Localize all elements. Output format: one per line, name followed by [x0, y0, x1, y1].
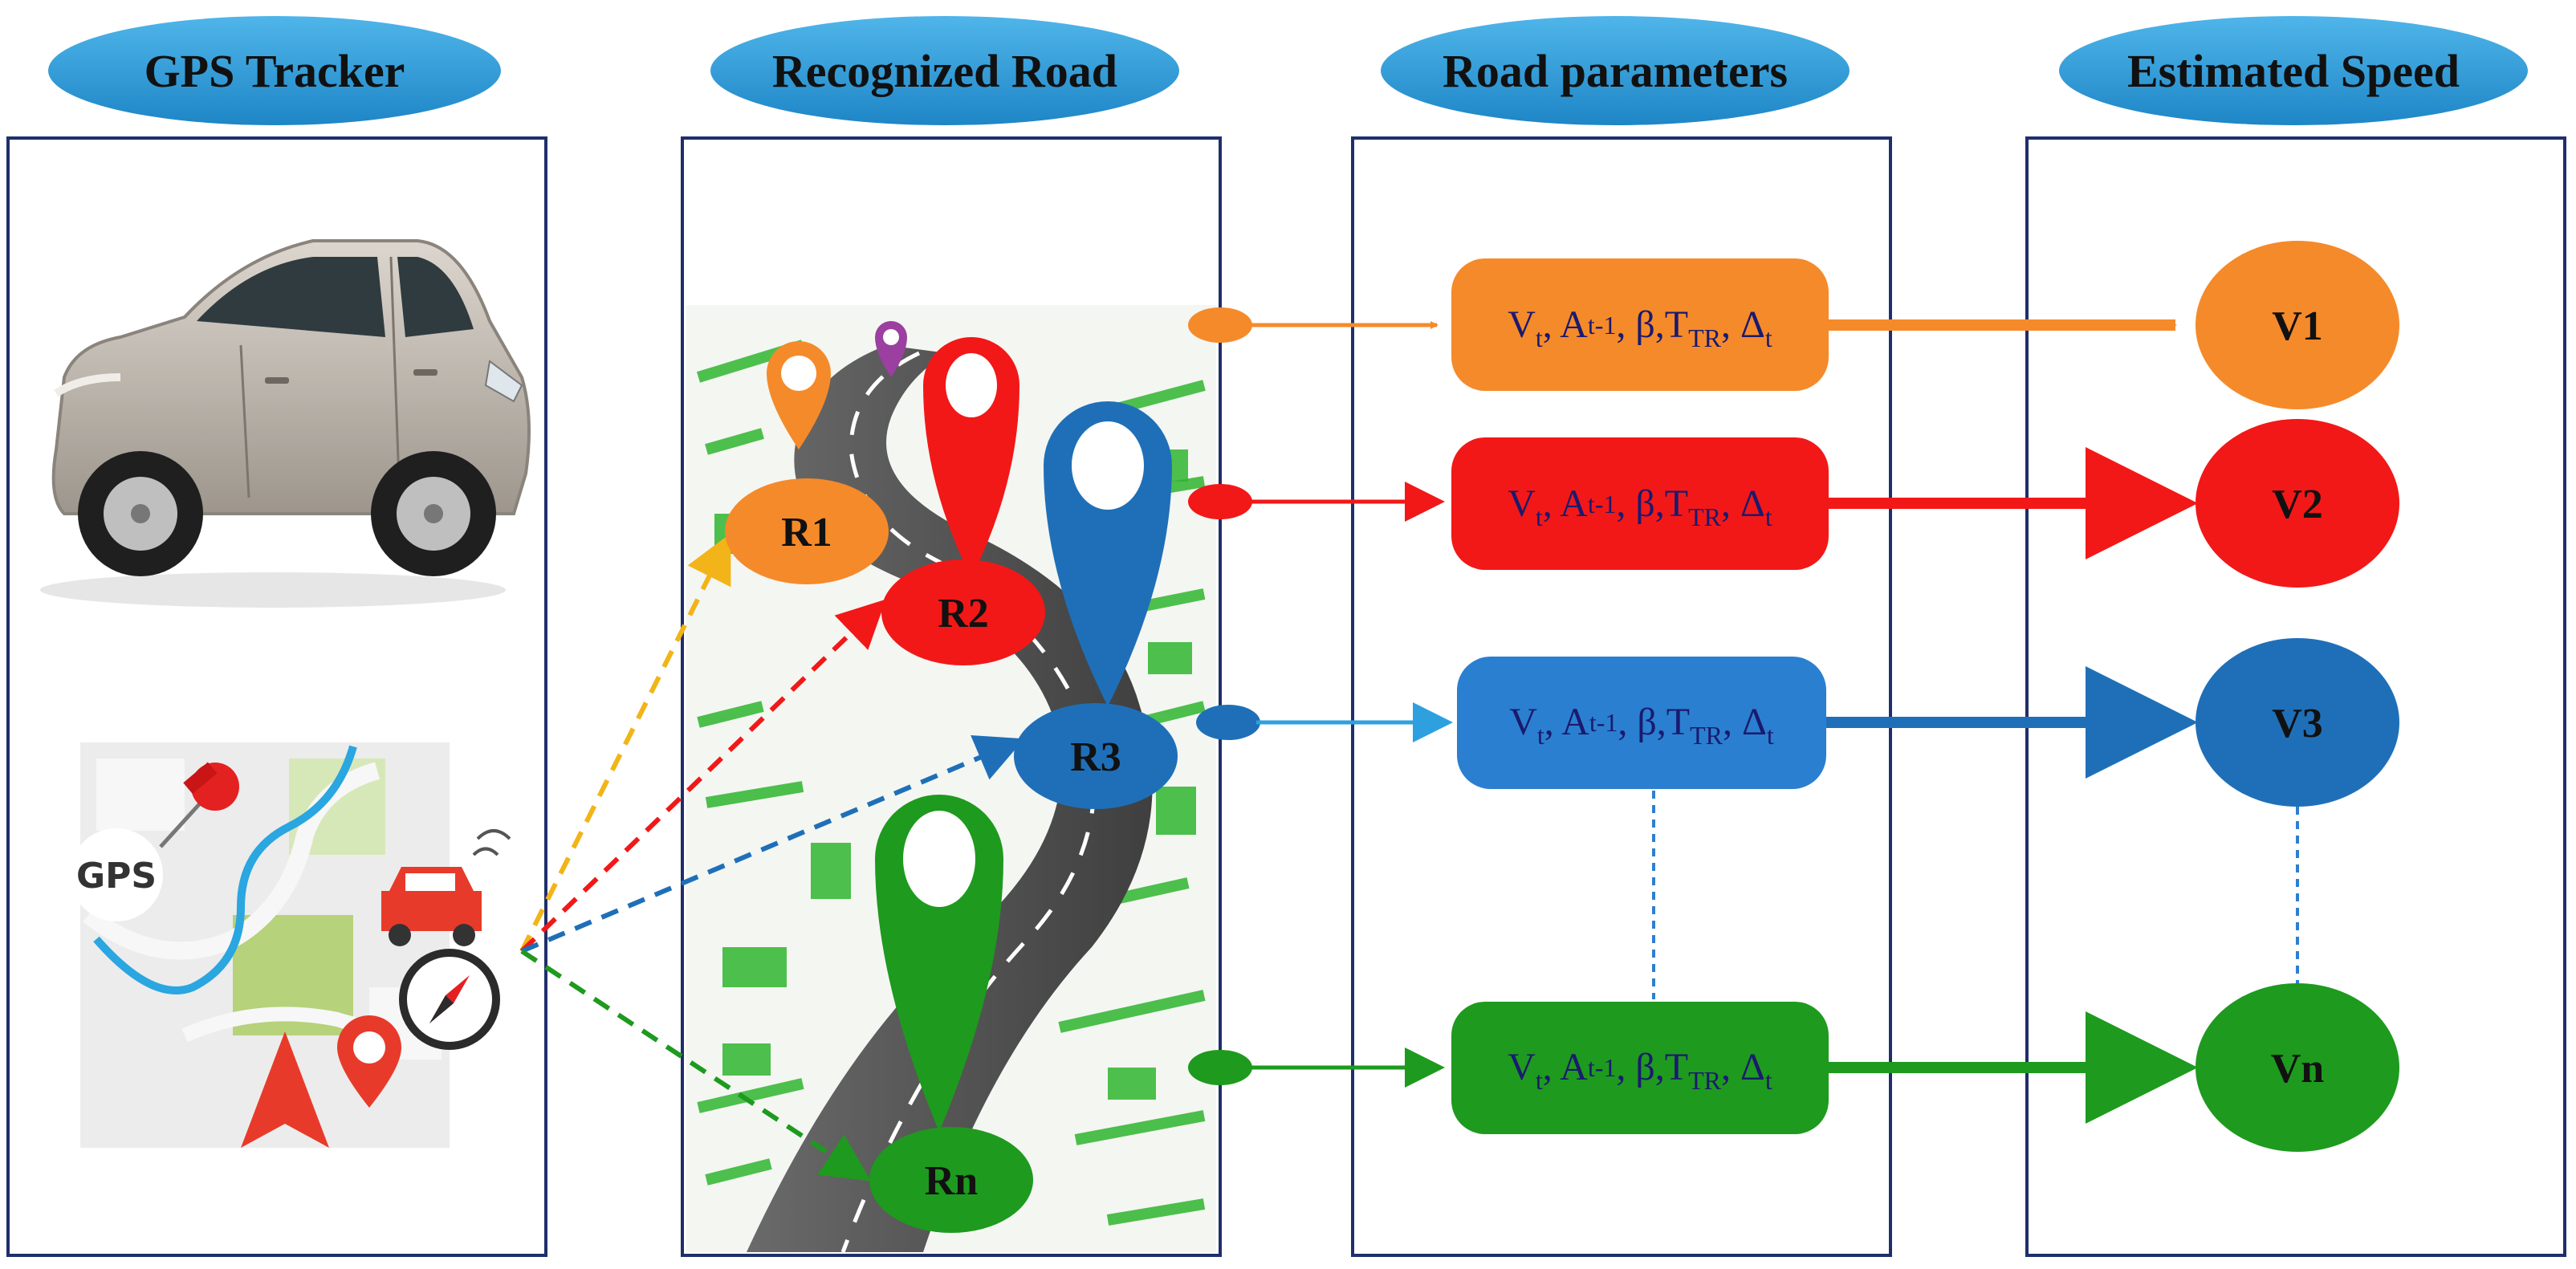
car-image: [40, 239, 531, 608]
pin-orange-icon: [767, 341, 831, 449]
param-box-2: Vt, At-1, β,TTR, Δt: [1451, 437, 1829, 570]
gps-to-road-arrows: [519, 533, 1025, 1182]
pin-red-icon: [923, 337, 1019, 578]
gps-label: GPS: [76, 856, 157, 897]
svg-text:V3: V3: [2272, 701, 2323, 746]
header-road-parameters: Road parameters: [1381, 16, 1850, 125]
panel-gps-tracker: [6, 136, 547, 1257]
gps-map-image: GPS: [70, 742, 511, 1148]
panel-estimated-speed: [2025, 136, 2566, 1257]
svg-text:V1: V1: [2272, 303, 2323, 349]
arrow-gps-to-r3: [520, 735, 1025, 954]
compass-icon: [399, 949, 500, 1050]
svg-text:Estimated Speed: Estimated Speed: [2127, 45, 2460, 97]
svg-text:R3: R3: [1070, 734, 1121, 780]
road-to-param-connectors: [1188, 307, 1453, 1088]
svg-text:Vt, At-1, β,TTR, Δt: Vt, At-1, β,TTR, Δt: [1509, 701, 1774, 750]
header-estimated-speed: Estimated Speed: [2059, 16, 2528, 125]
connector-dot-red: [1188, 484, 1252, 519]
svg-text:R2: R2: [938, 591, 989, 637]
road-node-r2: R2: [881, 559, 1045, 665]
speed-node-vn: Vn: [2196, 983, 2399, 1152]
location-pin-icon: [337, 1015, 401, 1108]
svg-text:V2: V2: [2272, 482, 2323, 527]
svg-text:R1: R1: [781, 510, 832, 555]
arrow-gps-to-r2: [519, 599, 886, 954]
road-node-r3: R3: [1014, 703, 1178, 809]
svg-text:Vt, At-1, β,TTR, Δt: Vt, At-1, β,TTR, Δt: [1508, 303, 1772, 352]
pin-green-icon: [875, 795, 1003, 1132]
param-box-n: Vt, At-1, β,TTR, Δt: [1451, 1002, 1829, 1134]
svg-text:GPS Tracker: GPS Tracker: [144, 45, 405, 97]
connector-dot-orange: [1188, 307, 1252, 343]
road-node-r1: R1: [725, 478, 889, 584]
param-box-3: Vt, At-1, β,TTR, Δt: [1457, 657, 1826, 789]
svg-text:Rn: Rn: [925, 1158, 979, 1204]
speed-node-v3: V3: [2196, 638, 2399, 807]
pin-purple-icon: [875, 321, 907, 377]
svg-text:Recognized Road: Recognized Road: [772, 45, 1117, 97]
road-node-rn: Rn: [869, 1127, 1033, 1233]
panel-road-parameters: [1351, 136, 1892, 1257]
arrow-gps-to-rn: [520, 949, 872, 1182]
svg-text:Vt, At-1, β,TTR, Δt: Vt, At-1, β,TTR, Δt: [1508, 482, 1772, 531]
header-gps-tracker: GPS Tracker: [48, 16, 501, 125]
connector-dot-green: [1188, 1050, 1252, 1085]
param-to-speed-arrows: [1826, 319, 2198, 1124]
svg-text:Vn: Vn: [2271, 1046, 2325, 1092]
arrow-gps-to-r1: [519, 533, 731, 953]
car-icon: [381, 829, 511, 946]
svg-text:Road parameters: Road parameters: [1443, 45, 1788, 97]
speed-node-v1: V1: [2196, 241, 2399, 409]
pin-blue-icon: [1044, 401, 1172, 706]
navigation-arrow-icon: [241, 1031, 329, 1148]
svg-text:Vt, At-1, β,TTR, Δt: Vt, At-1, β,TTR, Δt: [1508, 1046, 1772, 1095]
speed-node-v2: V2: [2196, 419, 2399, 588]
connector-dot-blue: [1196, 705, 1260, 740]
param-box-1: Vt, At-1, β,TTR, Δt: [1451, 258, 1829, 391]
panel-recognized-road: [681, 136, 1222, 1257]
header-recognized-road: Recognized Road: [710, 16, 1179, 125]
